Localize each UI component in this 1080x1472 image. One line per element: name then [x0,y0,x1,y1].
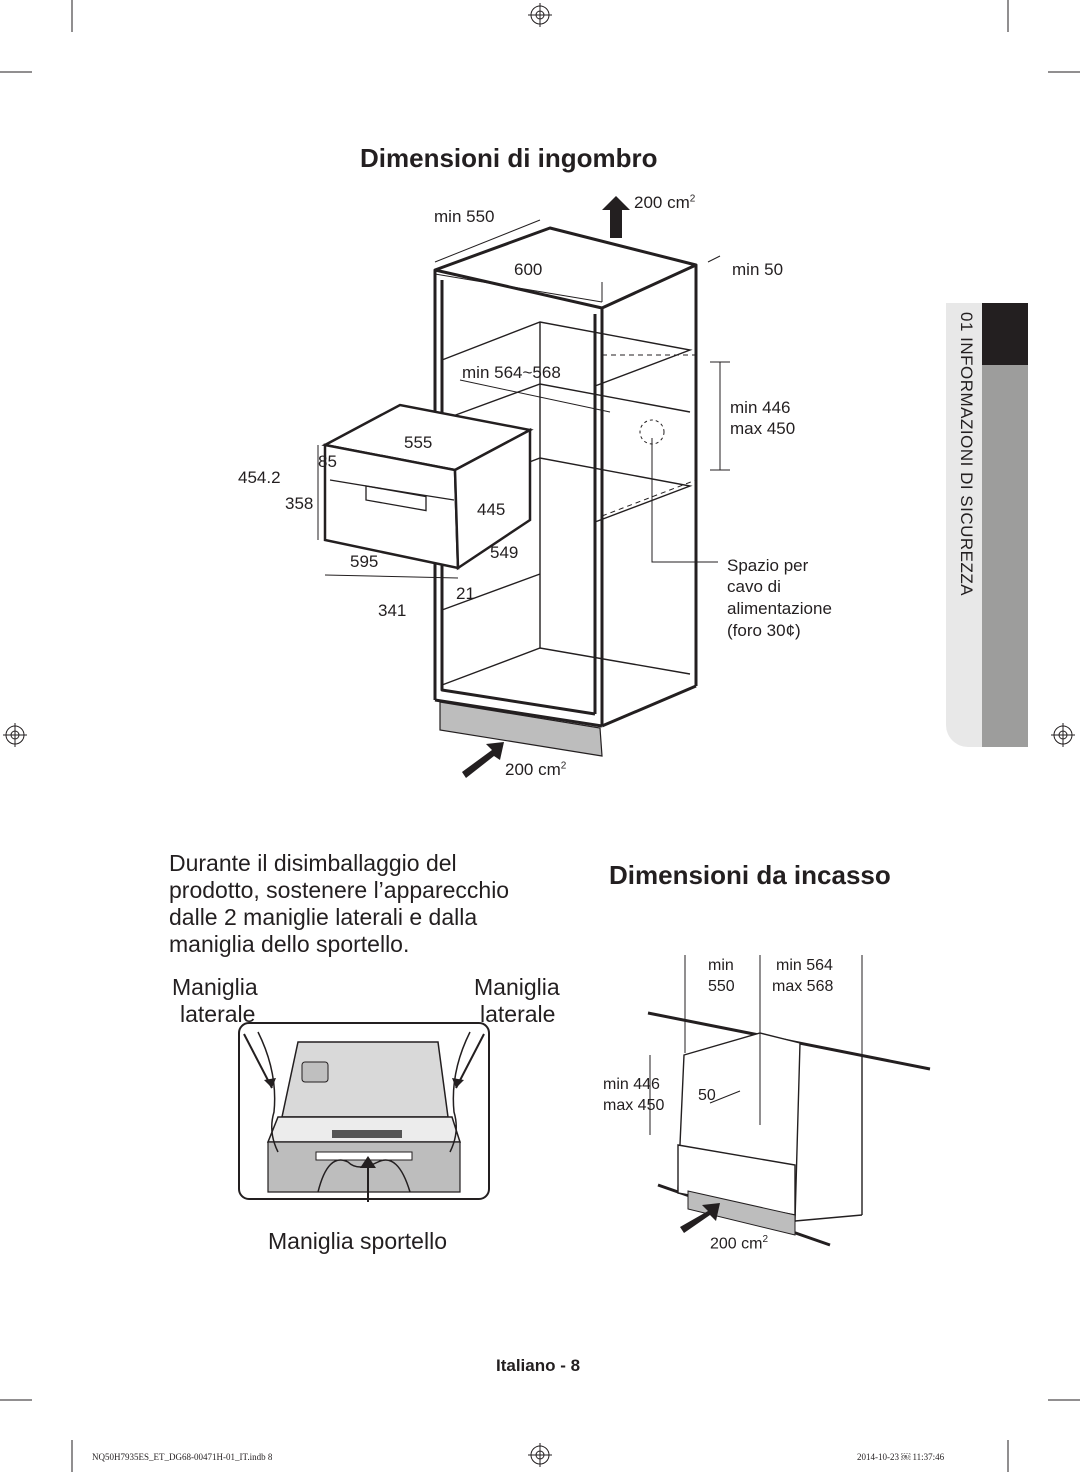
incasso-50: 50 [698,1087,716,1104]
ventilation-arrow-top [602,196,630,238]
registration-mark-bottom [528,1443,552,1467]
incasso-max-568: max 568 [772,978,834,995]
section-side-label: 01 INFORMAZIONI DI SICUREZZA [957,312,976,597]
dim-85: 85 [318,452,337,471]
cable-space-line-1: Spazio per [727,556,809,575]
ventilation-arrow-bottom [462,742,504,778]
dim-445: 445 [477,500,506,519]
unpacking-line-3: dalle 2 maniglie laterali e dalla [169,904,478,930]
incasso-max-450: max 450 [603,1097,665,1114]
dim-min-550: min 550 [434,207,495,226]
right-handle-label-2: laterale [480,1001,556,1027]
dim-358: 358 [285,494,314,513]
cable-space-line-4: (foro 30¢) [727,621,801,640]
built-in-dimensions-diagram [647,955,931,1247]
dim-21: 21 [456,584,475,603]
right-handle-label-1: Maniglia [474,974,560,1000]
page-number: Italiano - 8 [496,1356,581,1375]
dim-min-564-568: min 564~568 [462,363,561,382]
unpacking-instructions: Durante il disimballaggio del prodotto, … [169,850,569,958]
dim-454-2: 454.2 [238,468,281,487]
registration-mark-left [3,723,27,747]
incasso-vent-label: 200 cm2 [710,1234,769,1253]
unpacking-line-4: maniglia dello sportello. [169,931,410,957]
page-title: Dimensioni di ingombro [360,143,658,173]
dim-595: 595 [350,552,379,571]
section-side-tab [946,303,1028,747]
vent-label-top: 200 cm2 [634,193,696,212]
footer-date: 2014-10-23 ￼ 11:37:46 [857,1452,945,1462]
left-handle-label-1: Maniglia [172,974,258,1000]
registration-mark-right [1051,723,1075,747]
dim-min-50: min 50 [732,260,784,279]
cable-space-line-3: alimentazione [727,599,832,618]
footer-filename: NQ50H7935ES_ET_DG68-00471H-01_IT.indb 8 [92,1452,273,1462]
dim-555: 555 [404,433,433,452]
dim-549: 549 [490,543,519,562]
vent-label-bottom: 200 cm2 [505,760,567,779]
cabinet-dimensions-diagram [317,196,730,778]
incasso-min-446: min 446 [603,1076,660,1093]
left-handle-label-2: laterale [180,1001,256,1027]
dim-max-450: max 450 [730,419,796,438]
unpacking-line-1: Durante il disimballaggio del [169,850,457,876]
incasso-min-564: min 564 [776,957,833,974]
cable-space-line-2: cavo di [727,577,781,596]
dim-min-446: min 446 [730,398,791,417]
incasso-min-label: min [708,957,734,974]
unpacking-line-2: prodotto, sostenere l’apparecchio [169,877,510,903]
dim-600: 600 [514,260,543,279]
incasso-title: Dimensioni da incasso [609,860,891,890]
unpacking-illustration [238,1022,490,1202]
door-handle-label: Maniglia sportello [268,1228,447,1254]
dim-341: 341 [378,601,407,620]
ventilation-arrow-incasso [680,1203,720,1233]
incasso-550: 550 [708,978,735,995]
registration-mark-top [528,3,552,27]
